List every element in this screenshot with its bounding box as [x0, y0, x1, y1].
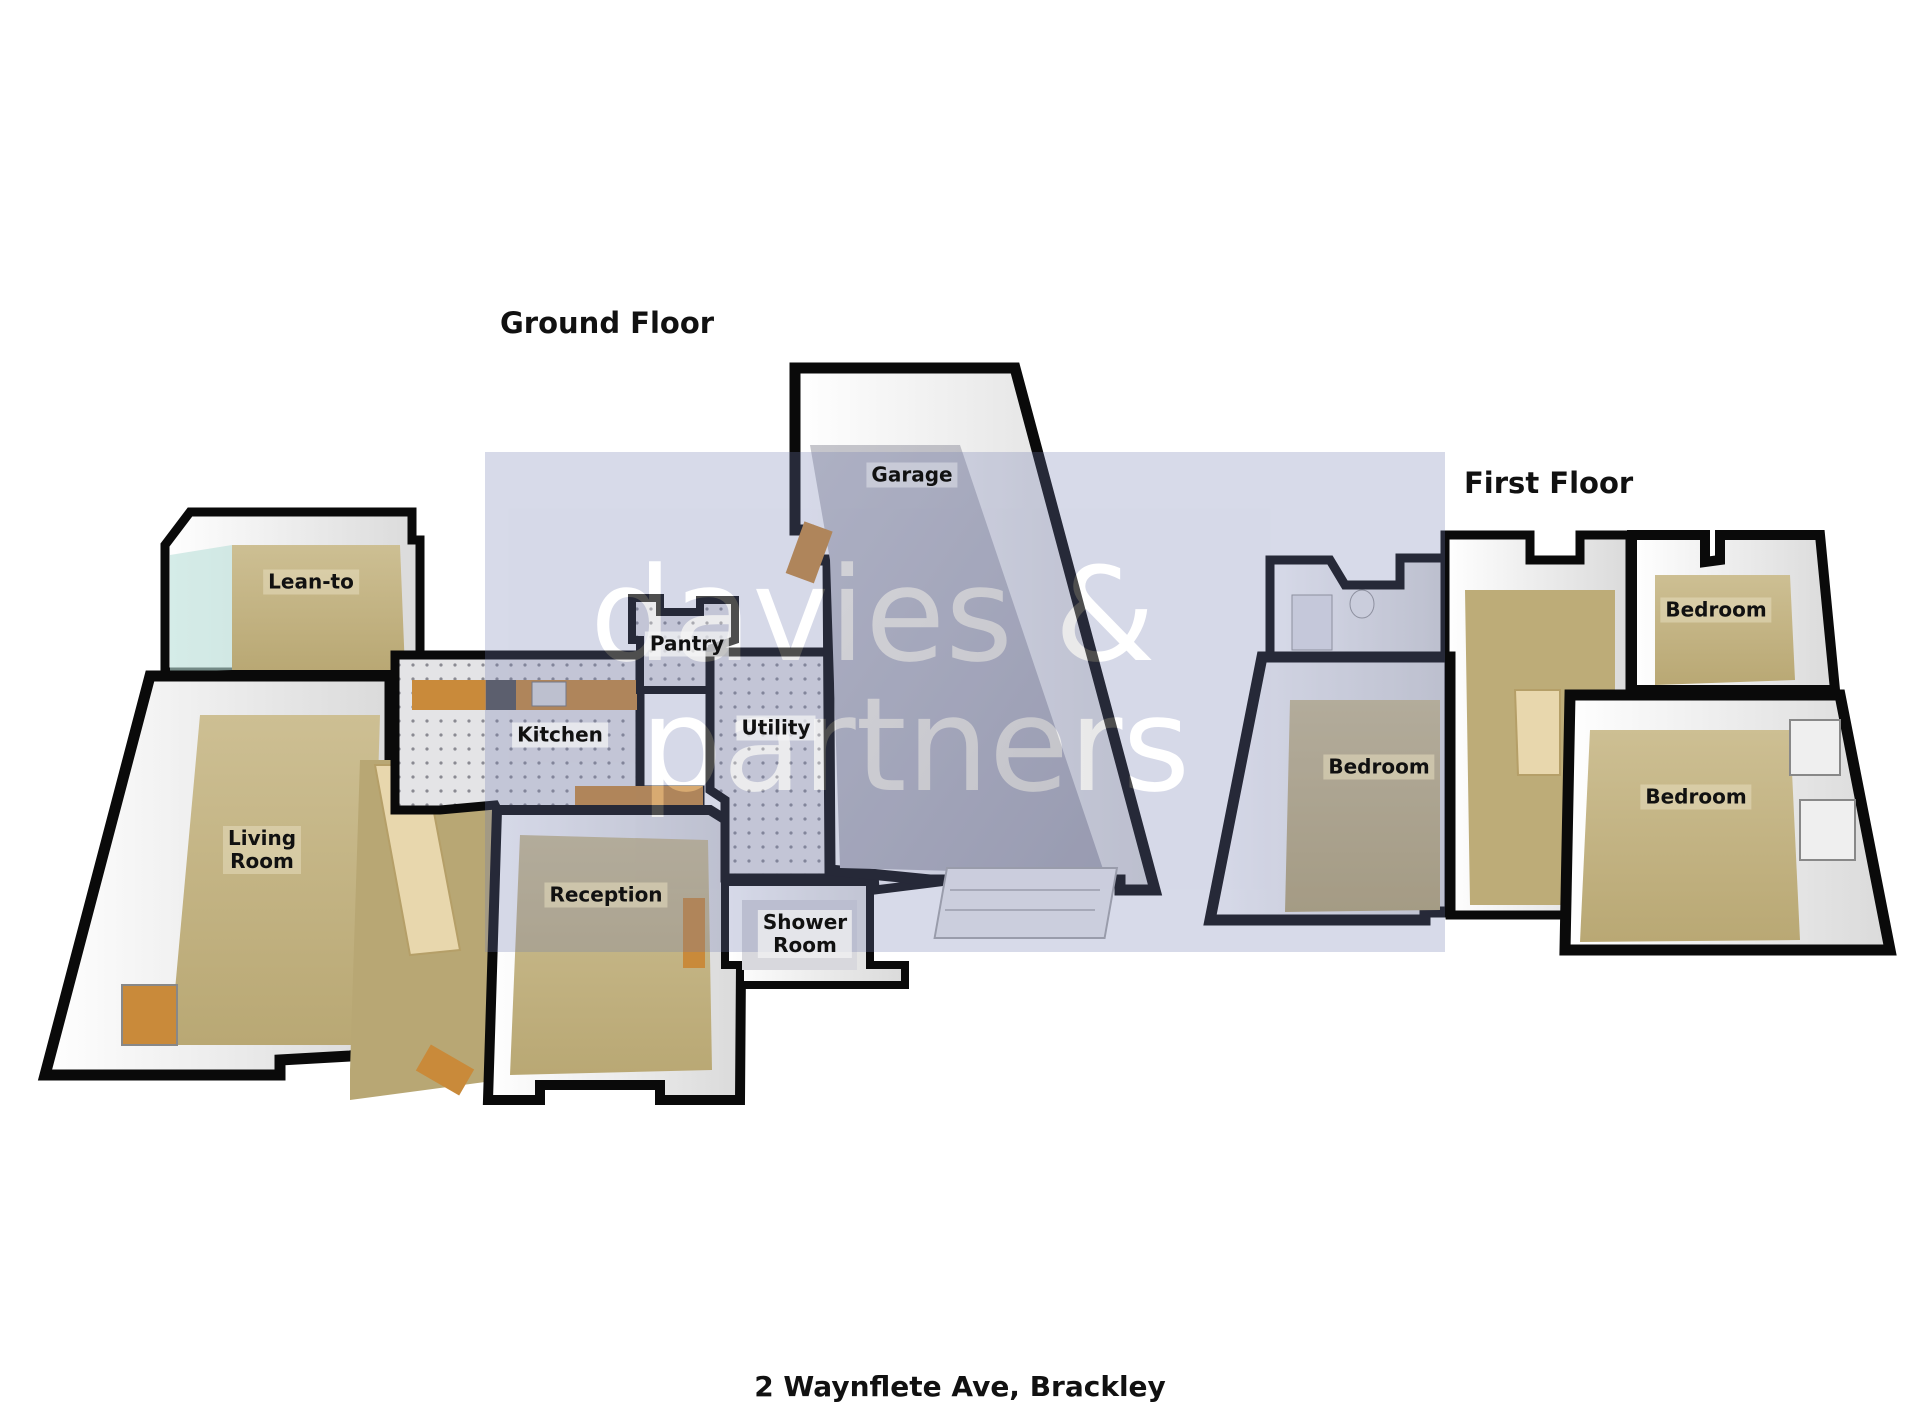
label-living-room-line1: Living	[227, 826, 297, 850]
ground-floor	[37, 362, 1163, 1105]
label-lean-to: Lean-to	[263, 569, 359, 595]
room-garage	[785, 362, 1163, 939]
watermark-line1: davies &	[590, 539, 1156, 691]
room-bedroom-left	[1203, 651, 1456, 926]
label-shower-room-line2: Room	[773, 933, 837, 957]
garage-door	[933, 867, 1119, 939]
first-floor-staircase	[1513, 689, 1561, 776]
room-bedroom-right	[1559, 689, 1897, 956]
label-shower-room: Shower Room	[757, 910, 853, 958]
label-bedroom-top-right: Bedroom	[1660, 597, 1772, 623]
label-reception: Reception	[544, 882, 668, 908]
wardrobe	[1789, 719, 1856, 861]
ground-floor-title: Ground Floor	[500, 306, 715, 340]
fireplace	[121, 984, 178, 1046]
label-shower-room-line1: Shower	[762, 910, 848, 934]
label-utility: Utility	[736, 715, 816, 741]
room-living-room	[37, 670, 396, 1081]
toilet-icon	[1349, 589, 1375, 619]
garage-side-door	[785, 521, 833, 584]
label-bedroom-right: Bedroom	[1640, 784, 1752, 810]
label-bedroom-left: Bedroom	[1323, 754, 1435, 780]
reception-unit	[683, 898, 705, 968]
sink-icon	[531, 681, 567, 707]
first-floor-title: First Floor	[1464, 466, 1634, 500]
front-door	[415, 1044, 475, 1096]
property-address: 2 Waynflete Ave, Brackley	[754, 1370, 1166, 1403]
room-landing	[1440, 530, 1635, 920]
label-living-room-line2: Room	[230, 849, 294, 873]
hob-icon	[486, 680, 516, 710]
label-garage: Garage	[866, 462, 958, 488]
watermark-line2: partners	[640, 669, 1190, 821]
kitchen-island	[575, 786, 703, 806]
label-living-room: Living Room	[222, 826, 302, 874]
watermark: davies & partners	[485, 452, 1445, 952]
label-pantry: Pantry	[644, 631, 730, 657]
label-kitchen: Kitchen	[512, 722, 608, 748]
first-floor	[1203, 530, 1897, 956]
kitchen-worktop	[412, 680, 637, 710]
bath-icon	[1291, 594, 1333, 651]
